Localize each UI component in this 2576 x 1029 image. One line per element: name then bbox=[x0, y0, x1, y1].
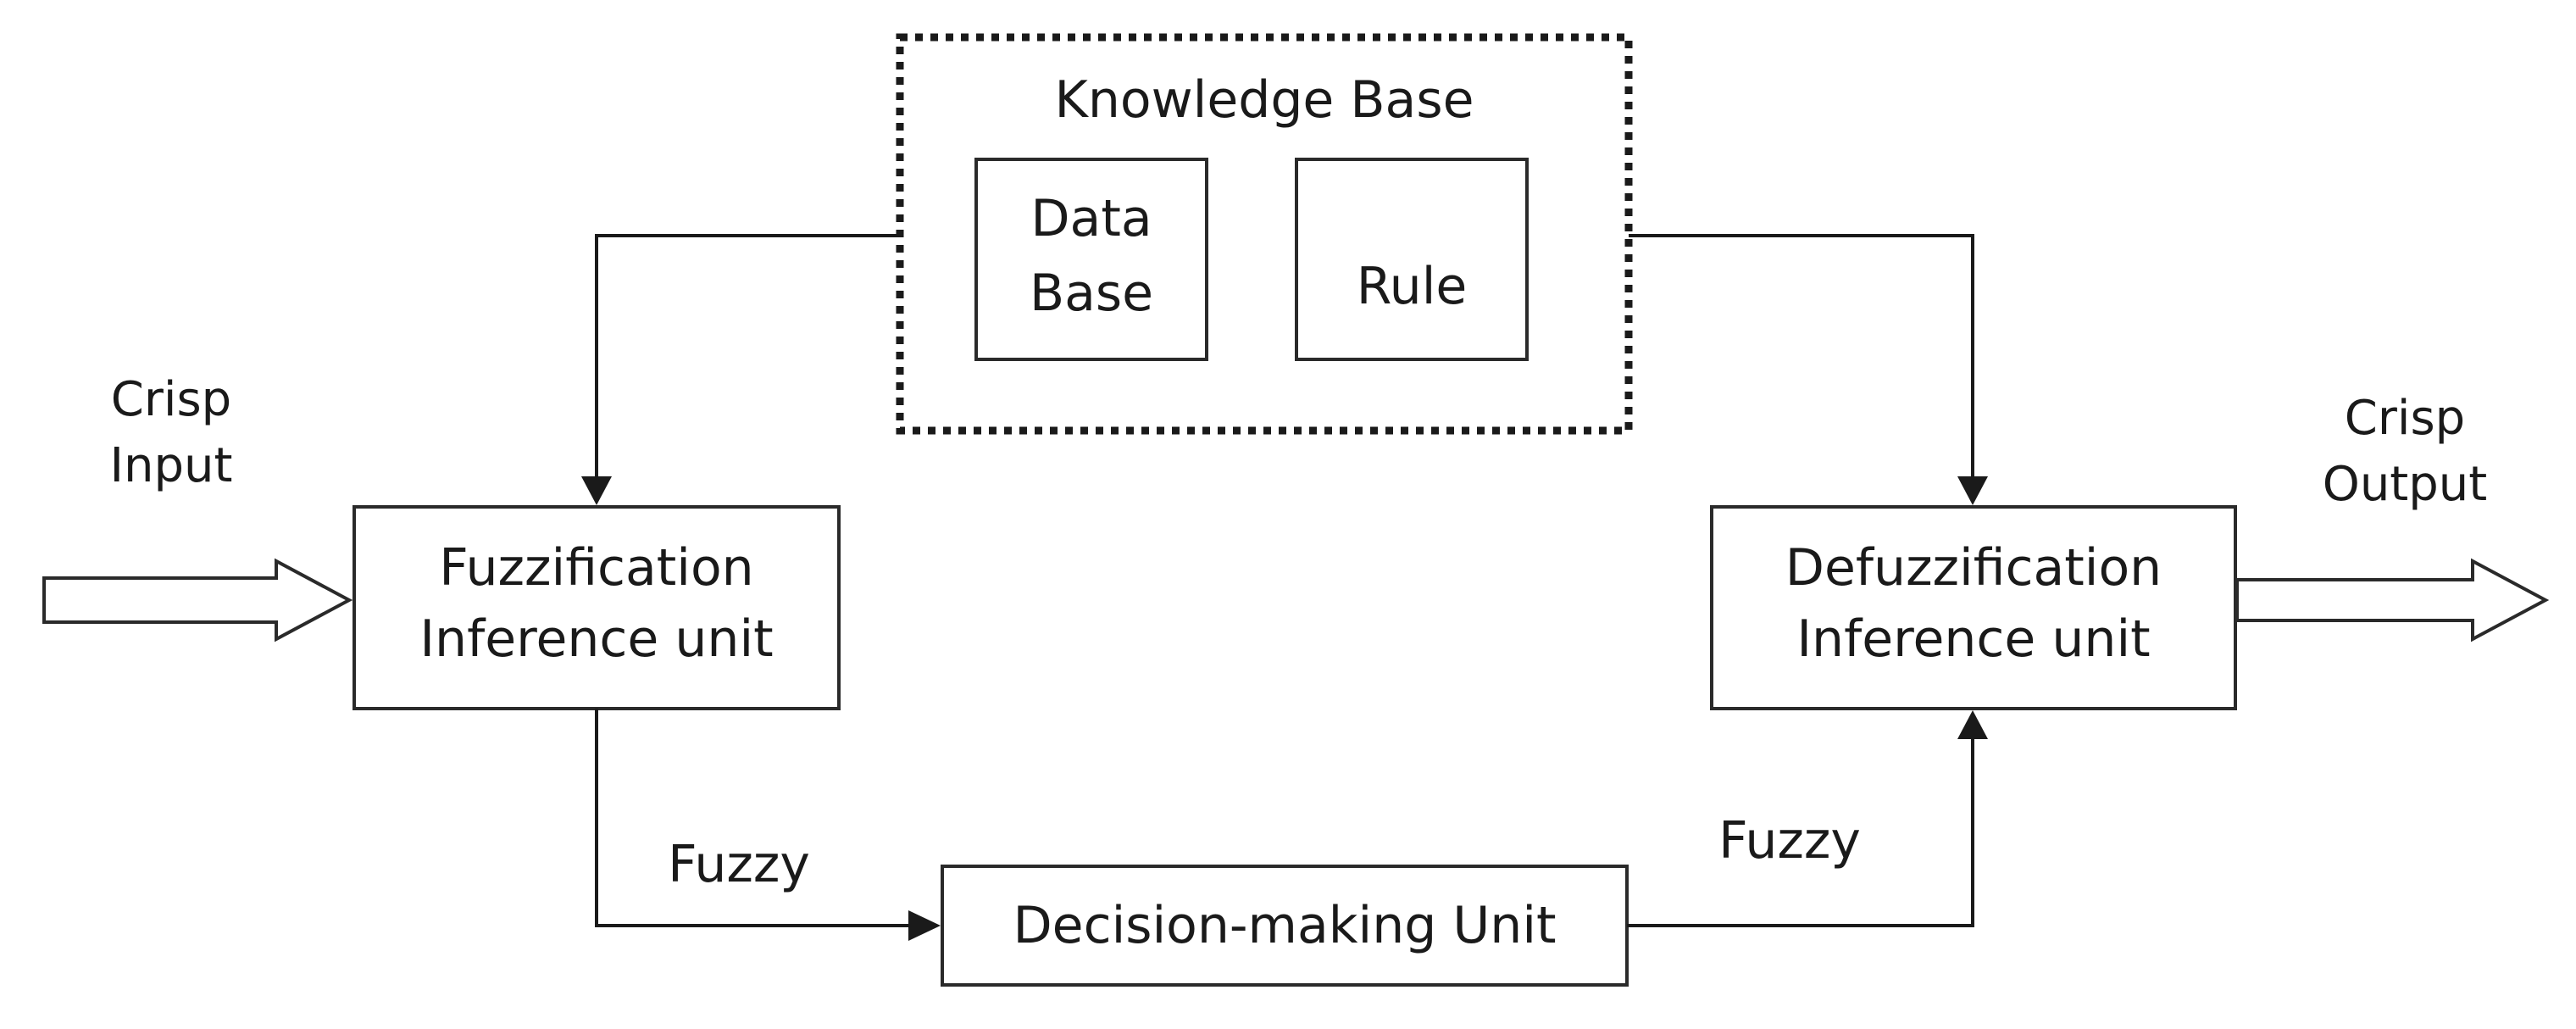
arrowhead-into-defuzzification-bottom bbox=[1957, 710, 1988, 739]
decision-making-unit-label: Decision-making Unit bbox=[1013, 896, 1556, 955]
crisp-output-arrow bbox=[2235, 558, 2550, 642]
rule-base-label: Rule bbox=[1357, 257, 1468, 316]
defuzzification-label-line1: Defuzzification bbox=[1785, 538, 2162, 598]
data-base-label-line1: Data bbox=[1030, 189, 1152, 248]
arrowhead-into-decision-unit bbox=[908, 910, 941, 941]
crisp-input-arrow bbox=[42, 558, 353, 642]
connector-decision-to-defuzzification bbox=[1627, 731, 1974, 927]
decision-making-unit-box bbox=[941, 865, 1629, 987]
data-base-box bbox=[974, 158, 1208, 361]
crisp-output-label-line1: Crisp bbox=[2345, 391, 2465, 446]
connector-fuzzification-to-decision bbox=[595, 709, 917, 927]
defuzzification-label-line2: Inference unit bbox=[1796, 609, 2150, 669]
connector-kb-to-fuzzification bbox=[595, 234, 900, 485]
crisp-output-label-line2: Output bbox=[2323, 457, 2488, 512]
crisp-input-label-line2: Input bbox=[109, 438, 232, 493]
rule-base-box bbox=[1295, 158, 1529, 361]
fuzzification-label-line2: Inference unit bbox=[419, 609, 773, 669]
connector-kb-to-defuzzification bbox=[1629, 234, 1974, 485]
arrowhead-into-defuzzification bbox=[1957, 476, 1988, 505]
defuzzification-box bbox=[1710, 505, 2237, 710]
fuzzification-box bbox=[353, 505, 841, 710]
data-base-label-line2: Base bbox=[1030, 264, 1153, 323]
crisp-input-label-line1: Crisp bbox=[111, 372, 231, 427]
fuzzification-label-line1: Fuzzification bbox=[439, 538, 753, 598]
arrowhead-into-fuzzification bbox=[581, 476, 612, 505]
knowledge-base-title: Knowledge Base bbox=[1055, 70, 1474, 130]
fuzzy-label-right: Fuzzy bbox=[1718, 811, 1861, 870]
fuzzy-label-left: Fuzzy bbox=[668, 835, 810, 894]
